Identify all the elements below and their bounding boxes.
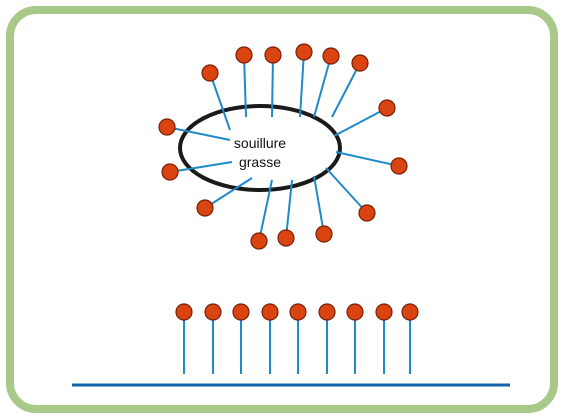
molecule-tail (285, 179, 293, 239)
molecule-tail (333, 107, 388, 137)
molecule-head (375, 303, 393, 321)
droplet-molecule (250, 179, 273, 250)
molecule-head (390, 157, 408, 175)
molecule-head (158, 118, 176, 136)
molecule-head (277, 229, 295, 247)
molecule-tail (325, 167, 368, 214)
molecule-head (261, 303, 279, 321)
molecule-head (378, 99, 396, 117)
droplet-molecule (264, 46, 282, 118)
molecule-tail (258, 179, 273, 242)
droplet-molecule (295, 43, 313, 118)
surface-molecule (289, 303, 307, 374)
molecule-head (315, 225, 333, 243)
molecule-head (351, 54, 369, 72)
droplet-label: souillure grasse (198, 134, 322, 172)
molecule-head (196, 199, 214, 217)
molecule-head (232, 303, 250, 321)
molecule-head (175, 303, 193, 321)
surface-molecule (175, 303, 193, 374)
surface-molecules (175, 303, 419, 374)
droplet-molecule (196, 177, 253, 217)
droplet-molecule (161, 161, 233, 181)
surface-molecule (401, 303, 419, 374)
droplet-label-line2: grasse (238, 154, 282, 170)
molecule-tail (166, 126, 231, 141)
droplet-molecule (277, 179, 295, 247)
molecule-tail (299, 51, 305, 118)
surface-molecule (232, 303, 250, 374)
molecule-tail (209, 72, 231, 131)
oil-droplet (178, 104, 342, 192)
molecule-head (346, 303, 364, 321)
molecule-head (161, 163, 179, 181)
molecule-tail (331, 62, 361, 118)
molecule-tail (204, 177, 253, 209)
molecule-tail (313, 175, 325, 235)
molecule-head (401, 303, 419, 321)
molecule-tail (313, 55, 332, 118)
droplet-molecule (158, 118, 231, 141)
molecule-tail (243, 54, 247, 118)
molecule-tail (335, 151, 400, 167)
droplet-molecules (158, 43, 408, 250)
molecule-head (204, 303, 222, 321)
surface-molecule (318, 303, 336, 374)
surface-molecule (375, 303, 393, 374)
droplet-molecule (235, 46, 253, 118)
droplet-molecule (325, 167, 376, 222)
surface-molecule (346, 303, 364, 374)
droplet-molecule (313, 175, 333, 243)
molecule-head (201, 64, 219, 82)
molecule-head (318, 303, 336, 321)
molecule-head (358, 204, 376, 222)
molecule-head (235, 46, 253, 64)
molecule-head (289, 303, 307, 321)
droplet-label-line1: souillure (233, 135, 287, 151)
frame-border (6, 6, 558, 413)
droplet-molecule (335, 151, 408, 175)
droplet-molecule (331, 54, 369, 118)
molecule-head (250, 232, 268, 250)
surface-molecule (204, 303, 222, 374)
droplet-molecule (333, 99, 396, 137)
molecule-head (322, 47, 340, 65)
molecule-head (264, 46, 282, 64)
molecule-tail (271, 54, 274, 118)
surface-molecule (261, 303, 279, 374)
molecule-head (295, 43, 313, 61)
molecule-tail (169, 161, 233, 173)
droplet-molecule (201, 64, 231, 131)
droplet-molecule (313, 47, 340, 118)
